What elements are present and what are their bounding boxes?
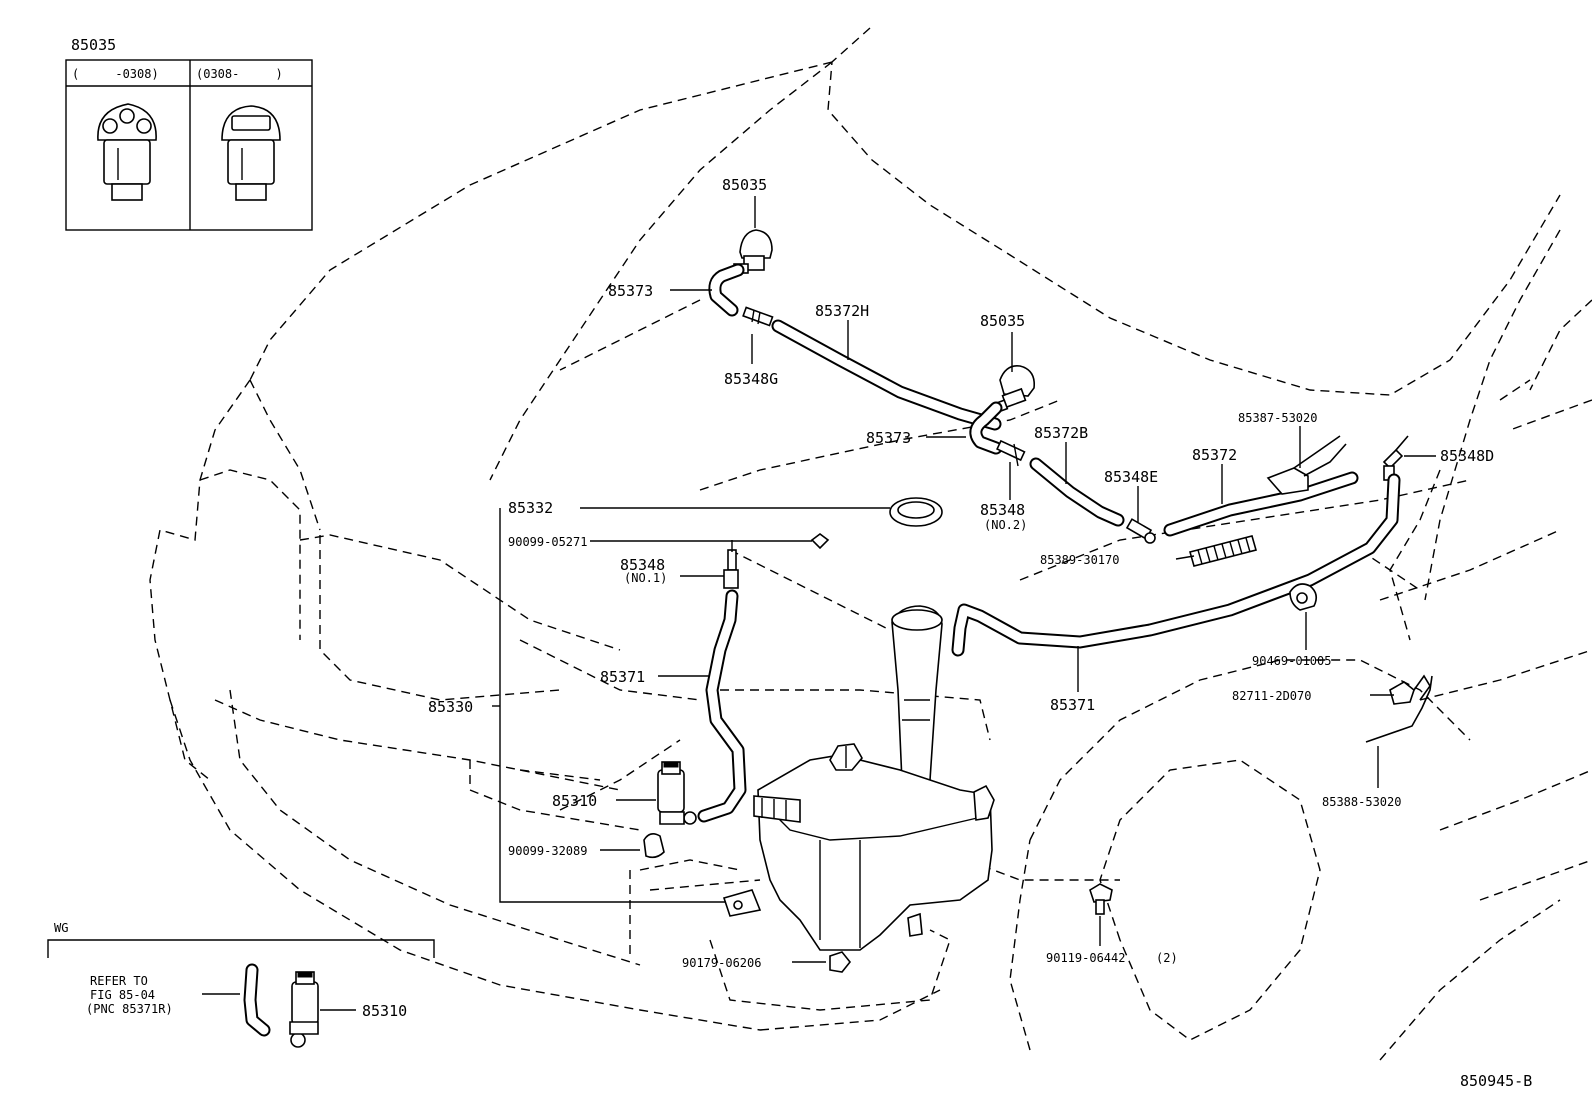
label-85387: 85387-53020	[1238, 411, 1317, 425]
washer-tank-assembly	[722, 497, 995, 951]
wg-note-line2: FIG 85-04	[90, 988, 155, 1002]
clamp-90469-icon	[1289, 583, 1318, 611]
label-85371-right: 85371	[1050, 696, 1095, 714]
label-85348g: 85348G	[724, 370, 778, 388]
drawing-code: 850945-B	[1460, 1072, 1532, 1090]
wg-note-line1: REFER TO	[90, 974, 148, 988]
label-85389: 85389-30170	[1040, 553, 1119, 567]
inset-part-number: 85035	[71, 36, 116, 54]
bolt-90119-icon	[1089, 883, 1113, 915]
nozzle-three-hole-icon	[97, 103, 157, 201]
label-85373-lower: 85373	[866, 429, 911, 447]
label-90099-05271: 90099-05271	[508, 535, 587, 549]
clip-90099-05271-icon	[810, 533, 830, 550]
hose-protector-icon	[1189, 535, 1257, 567]
nozzle-fan-icon	[221, 105, 281, 201]
label-85310: 85310	[552, 792, 597, 810]
label-85330: 85330	[428, 698, 473, 716]
leader-lines	[492, 196, 1436, 963]
label-82711: 82711-2D070	[1232, 689, 1311, 703]
label-90469: 90469-01005	[1252, 654, 1331, 668]
upper-hose-assembly	[708, 229, 1433, 743]
hose-clip-85387-icon	[1266, 435, 1347, 495]
label-85372h: 85372H	[815, 302, 869, 320]
label-85373-upper: 85373	[608, 282, 653, 300]
label-85332: 85332	[508, 499, 553, 517]
pump-grommet-icon	[643, 832, 665, 859]
label-85348-no2: 85348	[980, 501, 1025, 519]
label-85388: 85388-53020	[1322, 795, 1401, 809]
inset-range-left: ( -0308)	[72, 67, 159, 81]
joint-85348d-icon	[1382, 435, 1409, 481]
part-labels: 85035 85373 85348G 85372H 85035 85373 85…	[428, 176, 1494, 970]
nozzle-variant-inset: 85035 ( -0308) (0308- )	[65, 36, 313, 231]
label-85348-no2-sub: (NO.2)	[984, 518, 1027, 532]
wg-part-number: 85310	[362, 1002, 407, 1020]
wg-pump-icon	[289, 971, 319, 1048]
joint-85348-no1-icon	[723, 540, 739, 589]
label-85348d: 85348D	[1440, 447, 1494, 465]
label-85348-no1-sub: (NO.1)	[624, 571, 667, 585]
inset-frame	[65, 59, 313, 231]
label-85372b: 85372B	[1034, 424, 1088, 442]
vehicle-body-outline	[149, 27, 1592, 1061]
clip-82711-icon	[1389, 674, 1431, 705]
tank-top-cap-icon	[829, 743, 863, 771]
washer-pump-icon	[657, 761, 697, 825]
label-85372: 85372	[1192, 446, 1237, 464]
label-85348e: 85348E	[1104, 468, 1158, 486]
inset-range-right: (0308- )	[196, 67, 283, 81]
tank-cap-icon	[889, 497, 943, 527]
label-85348-no1: 85348	[620, 556, 665, 574]
wg-variant-inset: WG REFER TO FIG 85-04 (PNC 85371R) 85310	[47, 921, 435, 1048]
label-90119: 90119-06442	[1046, 951, 1125, 965]
label-90119-qty: (2)	[1156, 951, 1178, 965]
label-85035-lower: 85035	[980, 312, 1025, 330]
wg-tag: WG	[54, 921, 68, 935]
label-85371-left: 85371	[600, 668, 645, 686]
bolt-90179-icon	[829, 951, 852, 973]
label-90099-32089: 90099-32089	[508, 844, 587, 858]
label-90179: 90179-06206	[682, 956, 761, 970]
joint-85348e-icon	[1125, 518, 1156, 544]
wg-note-line3: (PNC 85371R)	[86, 1002, 173, 1016]
label-85035-upper: 85035	[722, 176, 767, 194]
